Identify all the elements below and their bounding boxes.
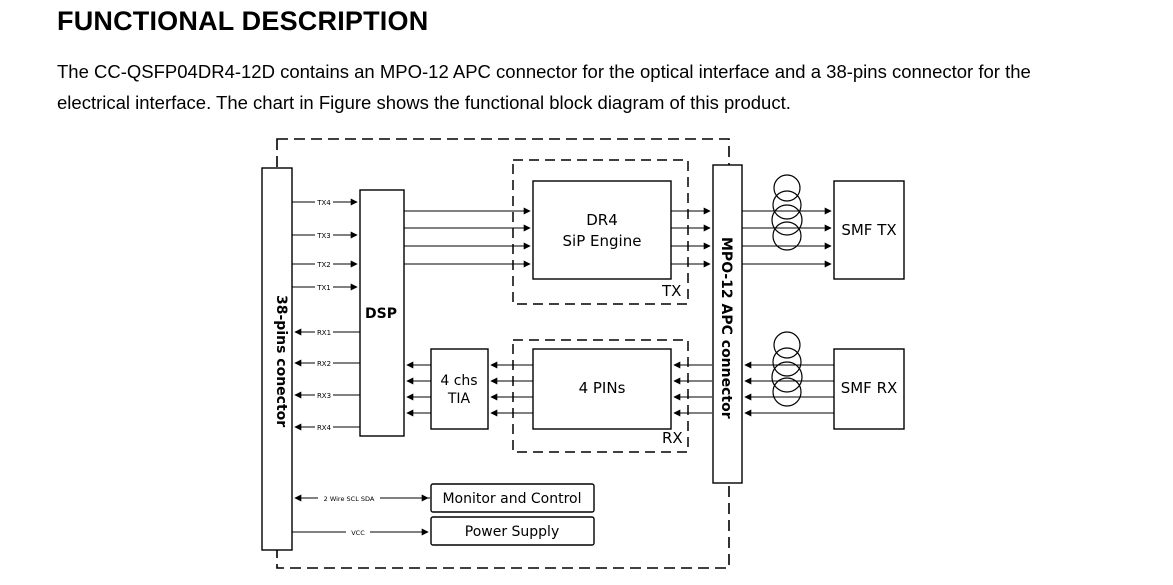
smf-rx-to-mpo-lanes <box>744 361 834 417</box>
smf-rx-block <box>833 348 905 430</box>
rx4-signal-label: RX4 <box>317 424 332 432</box>
smf-tx-label: SMF TX <box>841 221 896 239</box>
dsp-to-sip-lanes <box>404 207 531 268</box>
pins-connector-block <box>261 167 293 551</box>
pins-photodiode-block <box>532 348 672 430</box>
rx-group-label: RX <box>662 429 683 447</box>
rx2-signal-label: RX2 <box>317 360 331 368</box>
description-paragraph: The CC-QSFP04DR4-12D contains an MPO-12 … <box>57 56 1142 118</box>
tx2-signal-label: TX2 <box>316 261 331 269</box>
rx-fiber-coil-icon <box>771 331 803 407</box>
sip-engine-label-line2: SiP Engine <box>563 232 642 250</box>
mpo-connector-label: MPO-12 APC connector <box>718 237 734 419</box>
power-supply-label: Power Supply <box>465 524 560 540</box>
description-line-2: electrical interface. The chart in Figur… <box>57 92 791 113</box>
tia-block <box>430 348 489 430</box>
tx-signal-lines <box>292 197 358 291</box>
tx-group-boundary <box>512 159 689 305</box>
rx1-signal-label: RX1 <box>317 329 331 337</box>
sip-to-mpo-lanes <box>671 207 711 268</box>
rx3-signal-label: RX3 <box>317 392 331 400</box>
mpo-connector-block <box>712 164 743 484</box>
dsp-label: DSP <box>365 306 397 322</box>
monitor-control-block <box>430 483 595 513</box>
rx-signal-lines <box>294 327 360 431</box>
power-supply-block <box>430 516 595 546</box>
pins-to-tia-lanes <box>490 361 533 417</box>
pins-connector-label: 38-pins conector <box>273 295 289 427</box>
tia-label-line1: 4 chs <box>440 373 477 389</box>
mpo-to-smf-tx-lanes <box>742 207 832 268</box>
rx-group-boundary <box>512 339 689 453</box>
sip-engine-block <box>532 180 672 280</box>
description-line-1: The CC-QSFP04DR4-12D contains an MPO-12 … <box>57 61 1031 82</box>
monitor-control-label: Monitor and Control <box>442 491 581 507</box>
smf-tx-block <box>833 180 905 280</box>
vcc-signal-label: VCC <box>351 529 365 537</box>
tx3-signal-label: TX3 <box>316 232 331 240</box>
dsp-block <box>359 189 405 437</box>
tia-to-dsp-lanes <box>406 361 431 417</box>
sip-engine-label-line1: DR4 <box>586 211 618 229</box>
section-heading: FUNCTIONAL DESCRIPTION <box>57 6 429 36</box>
tx-group-label: TX <box>661 282 681 300</box>
tx1-signal-label: TX1 <box>316 284 331 292</box>
mpo-to-pins-lanes <box>673 361 712 417</box>
tx-fiber-coil-icon <box>771 174 803 251</box>
smf-rx-label: SMF RX <box>841 379 898 397</box>
i2c-signal-label: 2 Wire SCL SDA <box>324 495 375 503</box>
tx4-signal-label: TX4 <box>316 199 331 207</box>
pins-photodiode-label: 4 PINs <box>579 379 626 397</box>
tia-label-line2: TIA <box>447 391 471 407</box>
